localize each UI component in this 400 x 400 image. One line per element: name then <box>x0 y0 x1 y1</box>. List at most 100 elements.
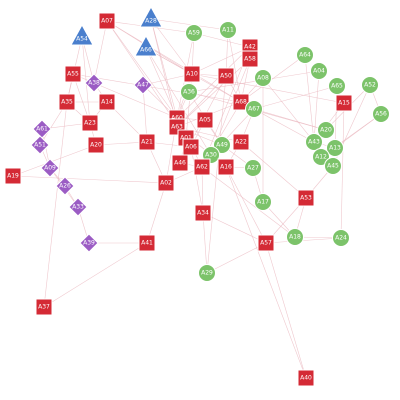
node-a24[interactable]: A24 <box>332 229 350 247</box>
node-a15[interactable]: A15 <box>335 94 353 112</box>
node-a16[interactable]: A16 <box>217 158 235 176</box>
node-a02[interactable]: A02 <box>157 174 175 192</box>
circle-node-marker <box>332 229 350 247</box>
node-a55[interactable]: A55 <box>64 65 82 83</box>
edge <box>81 36 91 124</box>
node-a65[interactable]: A65 <box>328 77 346 95</box>
node-a19[interactable]: A19 <box>4 167 22 185</box>
node-a57[interactable]: A57 <box>257 234 275 252</box>
node-a20[interactable]: A20 <box>87 136 105 154</box>
square-node-marker <box>182 138 200 156</box>
edge <box>253 85 338 110</box>
node-a46[interactable]: A46 <box>171 154 189 172</box>
edge <box>225 166 267 244</box>
circle-node-marker <box>372 105 390 123</box>
circle-node-marker <box>219 21 237 39</box>
node-a50[interactable]: A50 <box>217 67 235 85</box>
square-node-marker <box>87 136 105 154</box>
node-a64[interactable]: A64 <box>296 46 314 64</box>
square-node-marker <box>64 65 82 83</box>
circle-node-marker <box>361 76 379 94</box>
edge <box>227 29 242 103</box>
square-node-marker <box>171 154 189 172</box>
triangle-node-marker <box>139 5 163 28</box>
node-a10[interactable]: A10 <box>183 65 201 83</box>
circle-node-marker <box>245 100 263 118</box>
edge <box>146 182 167 244</box>
node-a18[interactable]: A18 <box>286 228 304 246</box>
circle-node-marker <box>328 77 346 95</box>
edge <box>150 18 178 128</box>
circle-node-marker <box>296 46 314 64</box>
node-a53[interactable]: A53 <box>297 189 315 207</box>
square-node-marker <box>194 204 212 222</box>
node-a52[interactable]: A52 <box>361 76 379 94</box>
node-a07[interactable]: A07 <box>98 12 116 30</box>
edge <box>240 141 307 199</box>
node-a43[interactable]: A43 <box>305 133 323 151</box>
node-a59[interactable]: A59 <box>185 24 203 42</box>
node-a11[interactable]: A11 <box>219 21 237 39</box>
square-node-marker <box>193 158 211 176</box>
node-a45[interactable]: A45 <box>324 157 342 175</box>
node-a56[interactable]: A56 <box>372 105 390 123</box>
edge <box>202 212 267 244</box>
circle-node-marker <box>312 148 330 166</box>
diamond-node-marker <box>30 135 50 155</box>
node-a58[interactable]: A58 <box>241 50 259 68</box>
circle-node-marker <box>286 228 304 246</box>
square-node-marker <box>241 50 259 68</box>
diamond-node-marker <box>40 158 60 178</box>
node-a34[interactable]: A34 <box>194 204 212 222</box>
circle-node-marker <box>324 157 342 175</box>
node-a21[interactable]: A21 <box>138 133 156 151</box>
node-a05[interactable]: A05 <box>196 111 214 129</box>
square-node-marker <box>232 133 250 151</box>
edge <box>265 242 307 379</box>
circle-node-marker <box>326 139 344 157</box>
square-node-marker <box>138 133 156 151</box>
node-a40[interactable]: A40 <box>297 369 315 387</box>
square-node-marker <box>138 234 156 252</box>
square-node-marker <box>81 114 99 132</box>
node-a09[interactable]: A09 <box>40 158 60 178</box>
square-node-marker <box>297 369 315 387</box>
edge <box>190 146 204 214</box>
triangle-node-marker <box>134 34 158 57</box>
node-a27[interactable]: A27 <box>244 159 262 177</box>
edge <box>150 18 229 31</box>
node-a06[interactable]: A06 <box>182 138 200 156</box>
node-a29[interactable]: A29 <box>198 264 216 282</box>
edge <box>93 20 108 84</box>
node-a41[interactable]: A41 <box>138 234 156 252</box>
edge <box>193 32 251 48</box>
node-a37[interactable]: A37 <box>35 298 53 316</box>
node-a33[interactable]: A33 <box>68 197 88 217</box>
square-node-marker <box>98 12 116 30</box>
circle-node-marker <box>198 264 216 282</box>
circle-node-marker <box>254 69 272 87</box>
node-a39[interactable]: A39 <box>79 233 99 253</box>
node-a23[interactable]: A23 <box>81 114 99 132</box>
node-a54[interactable]: A54 <box>70 23 94 46</box>
node-a08[interactable]: A08 <box>254 69 272 87</box>
diamond-node-marker <box>32 119 52 139</box>
node-a62[interactable]: A62 <box>193 158 211 176</box>
node-a67[interactable]: A67 <box>245 100 263 118</box>
diamond-node-marker <box>55 176 75 196</box>
node-a61[interactable]: A61 <box>32 119 52 139</box>
node-a36[interactable]: A36 <box>180 83 198 101</box>
edge <box>43 101 68 308</box>
edge <box>106 20 178 119</box>
node-a04[interactable]: A04 <box>310 62 328 80</box>
node-a17[interactable]: A17 <box>254 193 272 211</box>
square-node-marker <box>4 167 22 185</box>
node-a35[interactable]: A35 <box>58 93 76 111</box>
node-a66[interactable]: A66 <box>134 34 158 57</box>
node-a14[interactable]: A14 <box>98 93 116 111</box>
square-node-marker <box>35 298 53 316</box>
node-a22[interactable]: A22 <box>232 133 250 151</box>
node-a28[interactable]: A28 <box>139 5 163 28</box>
square-node-marker <box>217 158 235 176</box>
